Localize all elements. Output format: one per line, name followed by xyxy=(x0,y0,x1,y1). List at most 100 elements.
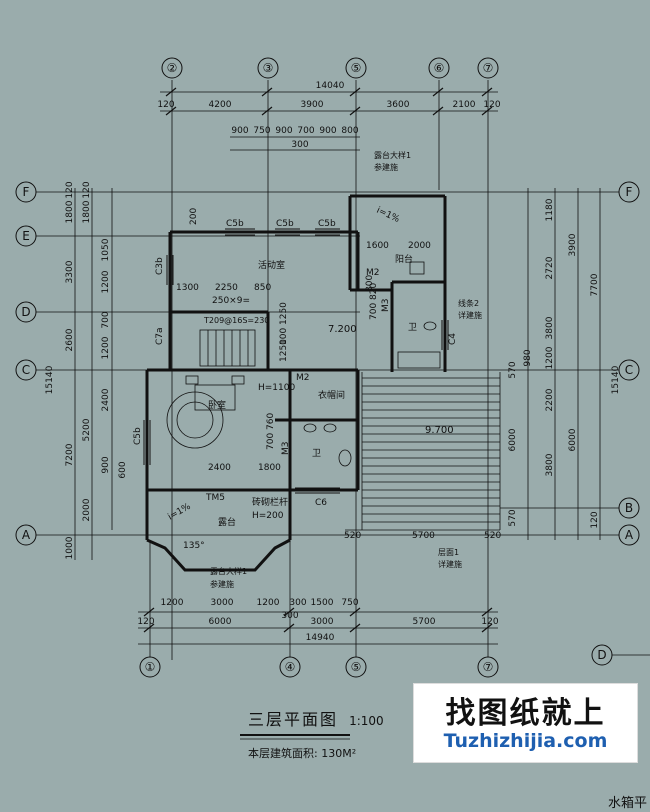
room-bath-1: 卫 xyxy=(408,323,417,333)
dim-right-m3: 980 xyxy=(523,349,533,366)
room-closet: 衣帽间 xyxy=(318,389,345,401)
dim-right-m2: 3800 xyxy=(545,316,555,339)
dim-top2-1: 900 xyxy=(231,126,248,136)
slope-1: i=1% xyxy=(375,206,402,226)
plan-title: 三层平面图 xyxy=(248,710,339,729)
dim-left-5: 1000 xyxy=(65,536,75,559)
room-bath-2: 卫 xyxy=(312,449,321,459)
dim-left-m3: 1200 xyxy=(101,270,111,293)
level-7200: 7.200 xyxy=(328,324,357,335)
right-dimensions: 1180 3900 7700 15140 2720 3800 980 1200 … xyxy=(508,198,621,528)
window-c5b-3: C5b xyxy=(318,219,336,229)
dim-right-i1: 6000 xyxy=(508,428,518,451)
dim-right-i5: 120 xyxy=(590,511,600,528)
room-bedroom: 卧室 xyxy=(208,399,226,411)
axis-left-e: E xyxy=(22,229,30,243)
dim-bot-3: 1200 xyxy=(257,598,280,608)
window-c7a: C7a xyxy=(155,327,165,345)
axis-left-a: A xyxy=(22,528,31,542)
axis-bottom-4: ④ xyxy=(285,660,296,674)
dim-left-2: 3300 xyxy=(65,260,75,283)
dim-right-1: 1180 xyxy=(545,198,555,221)
note2-line1: 线条2 xyxy=(458,298,479,308)
dim-top-total: 14040 xyxy=(316,81,345,91)
dim-right-4: 15140 xyxy=(611,365,621,394)
dim-700-820: 700 820 xyxy=(369,283,379,320)
dim-right-m5: 2200 xyxy=(545,388,555,411)
dim-left-3: 2600 xyxy=(65,328,75,351)
axis-right-c: C xyxy=(625,363,633,377)
dim-850: 850 xyxy=(254,283,271,293)
dim-bot2-3: 3000 xyxy=(311,617,334,627)
dim-1800: 1800 xyxy=(258,463,281,473)
dim-5700: 5700 xyxy=(412,531,435,541)
dim-left-1: 1800 xyxy=(65,200,75,223)
dim-left-m7: 5200 xyxy=(82,418,92,441)
dim-left-s1: 120 xyxy=(65,181,75,198)
dim-135: 135° xyxy=(183,541,205,551)
dim-520b: 520 xyxy=(484,531,501,541)
slope-2: i=1% xyxy=(167,502,193,523)
dim-left-m8: 900 xyxy=(101,456,111,473)
dim-top2-2: 750 xyxy=(253,126,270,136)
axis-right-b: B xyxy=(625,501,633,515)
walls xyxy=(145,194,447,572)
axis-bubbles xyxy=(15,57,640,678)
parapet-height: H=200 xyxy=(252,511,284,521)
axis-top-7: ⑦ xyxy=(483,61,494,75)
dim-1300: 1300 xyxy=(176,283,199,293)
axis-labels: ② ③ ⑤ ⑥ ⑦ ① ④ ⑤ ⑦ F E D C A F C B A D xyxy=(21,61,634,674)
room-activity: 活动室 xyxy=(258,259,285,271)
dim-bot2-2: 6000 xyxy=(209,617,232,627)
dim-right-2: 3900 xyxy=(568,233,578,256)
note3-line1: 层面1 xyxy=(438,548,459,557)
top-dimensions: 14040 120 4200 3900 3600 2100 120 900 75… xyxy=(157,81,500,150)
dim-left-m1: 1800 xyxy=(82,200,92,223)
dim-top-5: 2100 xyxy=(453,100,476,110)
axis-left-d: D xyxy=(21,305,30,319)
watermark-url: Tuzhizhijia.com xyxy=(443,730,608,752)
dim-1250b: 1250 xyxy=(279,339,289,362)
dim-left-s2: 120 xyxy=(82,181,92,198)
dim-right-m4: 1200 xyxy=(545,346,555,369)
axis-top-6: ⑥ xyxy=(434,61,445,75)
dim-250x9: 250×9= xyxy=(212,296,250,306)
left-dimensions: 1800 3300 2600 7200 1000 15140 1800 1050… xyxy=(45,181,128,559)
dim-top-3: 3900 xyxy=(301,100,324,110)
note1-line1: 露台大样1 xyxy=(374,150,411,160)
note2-line2: 详建施 xyxy=(458,310,482,320)
dim-top2-3: 900 xyxy=(275,126,292,136)
interior-stair xyxy=(166,329,256,449)
dim-bot2-5: 120 xyxy=(481,617,498,627)
dim-right-m1: 2720 xyxy=(545,256,555,279)
axis-left-f: F xyxy=(23,185,30,199)
dim-right-i3: 570 xyxy=(508,361,518,378)
axis-top-3: ③ xyxy=(263,61,274,75)
door-m2: M2 xyxy=(366,268,380,278)
room-terrace: 露台 xyxy=(218,516,236,528)
dim-100: 100 xyxy=(279,328,289,345)
roof-stair-hatch xyxy=(345,372,501,531)
door-m3a: M3 xyxy=(381,299,391,313)
window-c5b-v: C5b xyxy=(133,427,143,445)
dim-right-3: 7700 xyxy=(590,273,600,296)
window-c5b-1: C5b xyxy=(226,219,244,229)
dim-top2-4: 700 xyxy=(297,126,314,136)
axis-bottom-1: ① xyxy=(145,660,156,674)
dim-left-m4: 700 xyxy=(101,311,111,328)
door-m2b: M2 xyxy=(296,373,310,383)
dim-bot-2: 3000 xyxy=(211,598,234,608)
dim-left-4: 7200 xyxy=(65,443,75,466)
dim-top3: 300 xyxy=(291,140,308,150)
dim-left-s3: 600 xyxy=(118,461,128,478)
dim-520a: 520 xyxy=(344,531,361,541)
corner-text: 水箱平 xyxy=(608,796,648,811)
axis-left-c: C xyxy=(22,363,30,377)
windows xyxy=(143,228,449,494)
door-m3b: M3 xyxy=(281,442,291,456)
axis-top-2: ② xyxy=(167,61,178,75)
dim-200: 200 xyxy=(189,208,199,225)
window-c6: C6 xyxy=(315,498,327,508)
room-balcony: 阳台 xyxy=(395,253,413,265)
